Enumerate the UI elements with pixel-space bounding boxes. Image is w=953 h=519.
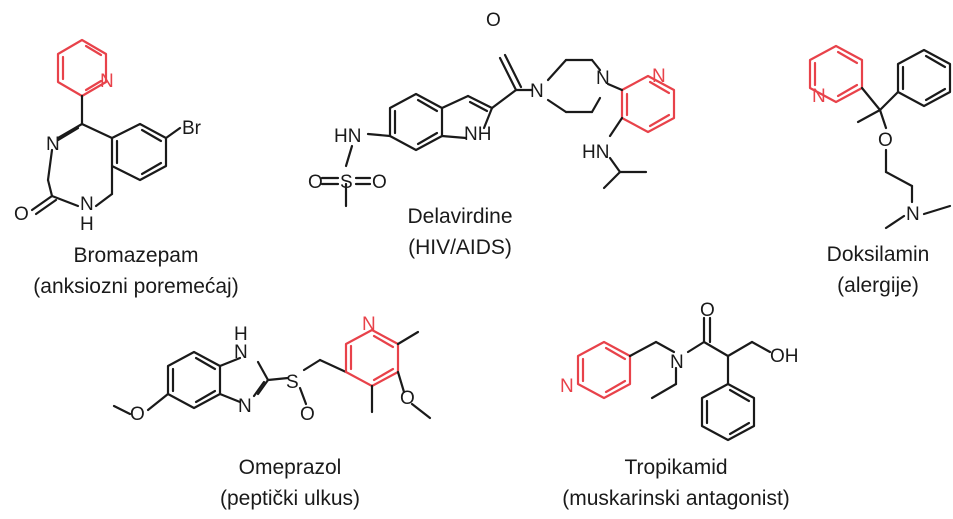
bromazepam-o-label: O: [14, 204, 29, 225]
bromazepam-pyridine-n-label: N: [100, 71, 114, 92]
tropikamid-use: (muskarinski antagonist): [562, 487, 790, 510]
tropikamid-oh-label: OH: [770, 346, 799, 367]
bromazepam-caption: Bromazepam (anksiozni poremećaj): [33, 240, 238, 302]
bromazepam-br-label: Br: [182, 118, 202, 139]
doksilamin-structure: N O N: [808, 44, 952, 230]
omeprazol-name: Omeprazol: [238, 456, 342, 479]
doksilamin-pyridine-n-label: N: [812, 86, 826, 107]
doksilamin-pyridine-ring: [808, 44, 864, 104]
delavirdine-s-label: S: [340, 172, 353, 193]
tropikamid-caption: Tropikamid (muskarinski antagonist): [562, 452, 790, 514]
doksilamin-name: Doksilamin: [826, 243, 930, 266]
doksilamin-n-label: N: [906, 204, 920, 225]
doksilamin-caption: Doksilamin (alergije): [827, 239, 930, 301]
omeprazol-pyridine-ring: [344, 328, 400, 388]
delavirdine-carbonyl-o-label: O: [486, 10, 501, 31]
delavirdine-name: Delavirdine: [407, 205, 513, 228]
delavirdine-o2-label: O: [372, 172, 387, 193]
tropikamid-n-label: N: [670, 352, 684, 373]
doksilamin-o-label: O: [878, 130, 893, 151]
delavirdine-hn-sulfonamide-label: HN: [334, 126, 361, 147]
delavirdine-o1-label: O: [308, 172, 323, 193]
delavirdine-pyridine-ring: [620, 74, 676, 134]
omeprazol-pyridine-n-label: N: [362, 314, 376, 335]
omeprazol-h-label: H: [234, 324, 248, 345]
omeprazol-n-label: N: [238, 396, 252, 417]
tropikamid-name: Tropikamid: [624, 456, 728, 479]
bromazepam-name: Bromazepam: [73, 244, 199, 267]
delavirdine-indole-nh-label: NH: [464, 124, 491, 145]
tropikamid-pyridine-ring: [576, 340, 632, 400]
omeprazol-n-h-label: N: [234, 342, 248, 363]
doksilamin-use: (alergije): [837, 274, 919, 297]
tropikamid-o-label: O: [700, 300, 715, 321]
bromazepam-pyridine-ring: [56, 38, 108, 98]
delavirdine-piperazine-n2-label: N: [596, 68, 610, 89]
omeprazol-use: (peptički ulkus): [219, 487, 361, 510]
delavirdine-hn-amine-label: HN: [582, 142, 609, 163]
bromazepam-structure: N N Br O N H: [14, 38, 202, 235]
delavirdine-use: (HIV/AIDS): [408, 236, 512, 259]
delavirdine-piperazine-n1-label: N: [530, 81, 544, 102]
delavirdine-structure: O N N N NH HN HN S O O: [308, 10, 676, 208]
bromazepam-use: (anksiozni poremećaj): [33, 275, 239, 298]
bromazepam-n-amide-label: N: [80, 194, 94, 215]
delavirdine-caption: Delavirdine (HIV/AIDS): [407, 201, 512, 263]
omeprazol-caption: Omeprazol (peptički ulkus): [220, 452, 360, 514]
omeprazol-methoxy-o-label: O: [130, 404, 145, 425]
omeprazol-structure: N H N O S O N O: [112, 314, 432, 425]
bromazepam-n-label: N: [46, 134, 60, 155]
bromazepam-h-label: H: [80, 214, 94, 235]
omeprazol-sulfinyl-o-label: O: [300, 404, 315, 425]
omeprazol-o-label: O: [400, 388, 415, 409]
omeprazol-s-label: S: [286, 372, 299, 393]
tropikamid-pyridine-n-label: N: [560, 376, 574, 397]
delavirdine-pyridine-n-label: N: [652, 66, 666, 87]
tropikamid-structure: N N O OH: [560, 300, 799, 442]
